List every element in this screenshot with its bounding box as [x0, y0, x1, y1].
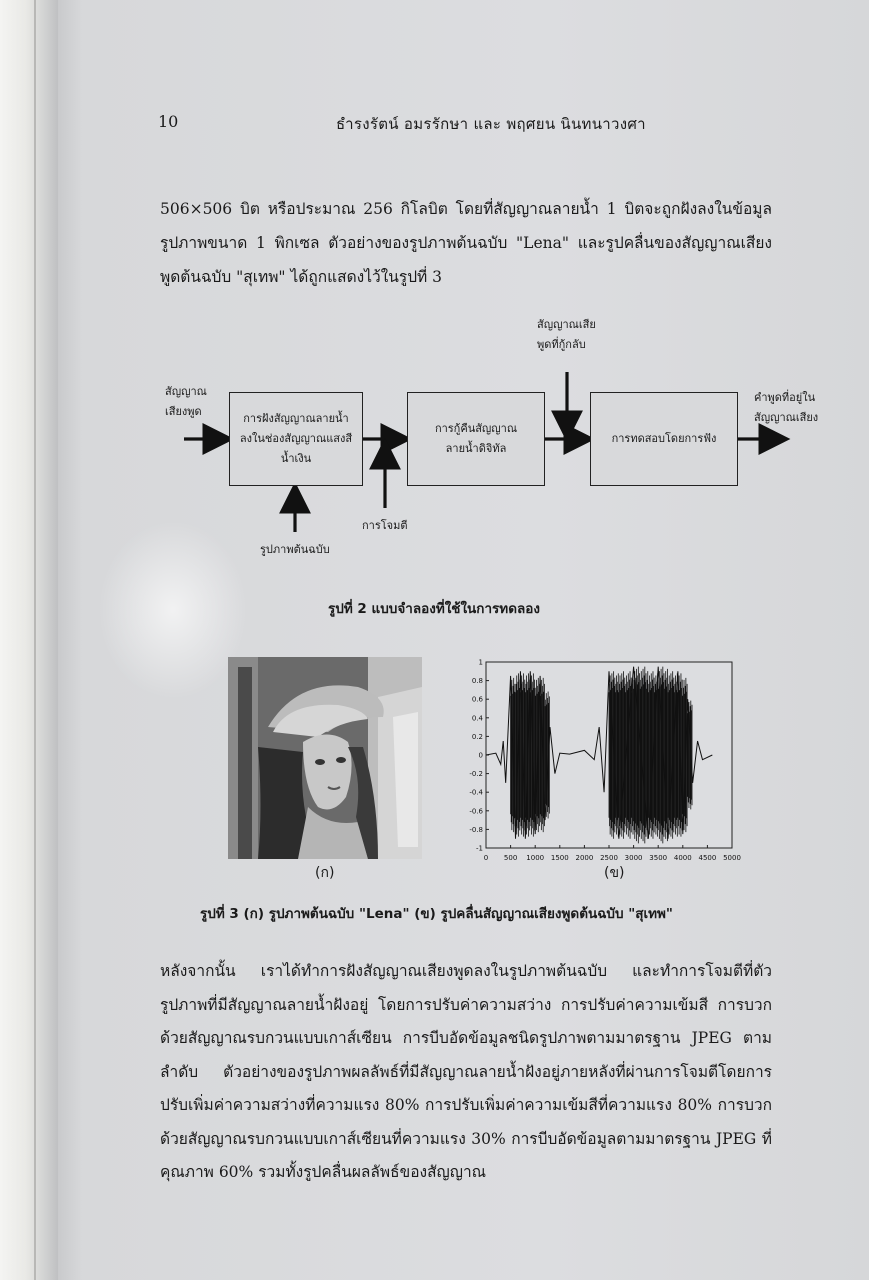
figure2-caption: รูปที่ 2 แบบจำลองที่ใช้ในการทดลอง [328, 601, 540, 617]
book-page [58, 0, 869, 1280]
lena-image [228, 657, 422, 859]
label-a: (ก) [315, 865, 335, 881]
diagram-arrows [184, 372, 791, 532]
running-title: ธำรงรัตน์ อมรรักษา และ พฤศยน นินทนาวงศา [336, 115, 646, 133]
y-tick-label: 1 [479, 659, 483, 667]
y-tick-label: 0.4 [472, 714, 484, 722]
light-glare [98, 520, 248, 700]
x-tick-label: 3500 [649, 854, 667, 862]
x-tick-label: 3000 [625, 854, 643, 862]
x-tick-label: 500 [504, 854, 517, 862]
embedding-box: การฝังสัญญาณลายน้ำ ลงในช่องสัญญาณแสงสี น… [229, 392, 363, 486]
y-tick-label: 0 [479, 752, 483, 760]
x-tick-label: 1500 [551, 854, 569, 862]
input-label: สัญญาณ เสียงพูด [165, 385, 207, 418]
x-tick-label: 2500 [600, 854, 618, 862]
original-image-label: รูปภาพต้นฉบับ [260, 543, 330, 556]
x-tick-label: 4000 [674, 854, 692, 862]
x-tick-label: 0 [484, 854, 488, 862]
y-tick-label: -0.8 [469, 826, 483, 834]
output-label: คำพูดที่อยู่ใน สัญญาณเสียง [754, 391, 819, 424]
recovered-label: สัญญาณเสีย พูดที่กู้กลับ [537, 318, 596, 351]
y-tick-label: -0.6 [469, 807, 483, 815]
book-binding-edge [0, 0, 58, 1280]
attack-label: การโจมตี [362, 519, 408, 532]
y-tick-label: 0.6 [472, 696, 484, 704]
paragraph-bottom: หลังจากนั้น เราได้ทำการฝังสัญญาณเสียงพูด… [160, 962, 772, 1181]
recovery-box: การกู้คืนสัญญาณ ลายน้ำดิจิทัล [407, 392, 545, 486]
x-tick-label: 4500 [698, 854, 716, 862]
y-tick-label: -0.4 [469, 789, 483, 797]
label-b: (ข) [604, 865, 625, 881]
listening-test-box: การทดสอบโดยการฟัง [590, 392, 738, 486]
x-tick-label: 1000 [526, 854, 544, 862]
y-tick-label: -1 [476, 845, 483, 853]
y-tick-label: -0.2 [469, 770, 483, 778]
x-tick-label: 2000 [575, 854, 593, 862]
figure3-caption: รูปที่ 3 (ก) รูปภาพต้นฉบับ "Lena" (ข) รู… [200, 906, 673, 922]
y-tick-label: 0.2 [472, 733, 483, 741]
x-tick-label: 5000 [723, 854, 741, 862]
page-number: 10 [158, 112, 179, 131]
waveform-chart: 0 500 1000 1500 2000 2500 3000 3500 4000 4500 5000… [469, 659, 741, 863]
paragraph-top: 506×506 บิต หรือประมาณ 256 กิโลบิต โดยที… [160, 200, 772, 286]
y-tick-label: 0.8 [472, 677, 483, 685]
